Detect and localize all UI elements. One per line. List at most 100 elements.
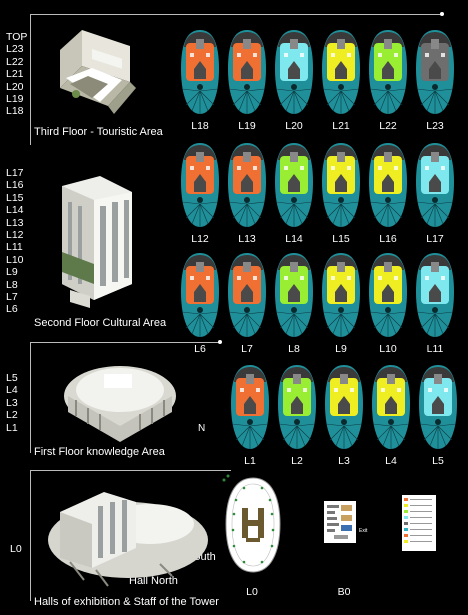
floor-plan-l8 <box>274 252 314 338</box>
floor-plan-l17 <box>415 142 455 228</box>
floor-plan-l3 <box>324 364 364 450</box>
floor-plan-l7 <box>227 252 267 338</box>
level-tag-top: TOP <box>6 31 28 43</box>
level-tag-l6: L6 <box>6 303 18 316</box>
level-tag-l15: L15 <box>6 191 24 204</box>
frame-ground <box>30 470 231 601</box>
level-tag-l14: L14 <box>6 204 24 217</box>
level-tag-l12: L12 <box>6 229 24 242</box>
level-tag-l16: L16 <box>6 179 24 192</box>
second-floor-title: Second Floor Cultural Area <box>34 317 167 329</box>
level-tag-l21: L21 <box>6 68 24 81</box>
plan-label-B0: B0 <box>337 586 351 598</box>
plan-label-l4: L4 <box>385 455 397 467</box>
legend-row <box>404 521 434 525</box>
plan-label-l21: L21 <box>332 120 350 132</box>
legend-swatch <box>404 503 408 507</box>
plan-label-L0: L0 <box>246 586 258 598</box>
plan-label-l17: L17 <box>426 233 444 245</box>
legend-swatch <box>404 533 408 537</box>
legend-text-line <box>410 540 432 542</box>
floor-plan-l13 <box>227 142 267 228</box>
ground-level-list: L0 <box>10 543 22 555</box>
level-tag-l1: L1 <box>6 421 18 434</box>
floor-plan-l16 <box>368 142 408 228</box>
floor-plan-l20 <box>274 29 314 115</box>
legend-text-line <box>410 516 432 518</box>
basement-floor-plan <box>324 501 356 543</box>
legend-row <box>404 503 434 507</box>
level-tag-l9: L9 <box>6 266 18 279</box>
ground-floor-title: Halls of exhibition & Staff of the Tower <box>34 596 219 608</box>
plan-label-l8: L8 <box>288 343 300 355</box>
frame-dot-third <box>440 12 444 16</box>
plan-label-l22: L22 <box>379 120 397 132</box>
plan-label-l3: L3 <box>338 455 350 467</box>
legend-swatch <box>404 509 408 513</box>
plan-label-l20: L20 <box>285 120 303 132</box>
level-tag-l20: L20 <box>6 80 24 93</box>
plan-label-l12: L12 <box>191 233 209 245</box>
legend-swatch <box>404 515 408 519</box>
legend-row <box>404 515 434 519</box>
floor-plan-l22 <box>368 29 408 115</box>
floor-plan-l4 <box>371 364 411 450</box>
legend-text-line <box>410 522 432 524</box>
floor-plan-l5 <box>418 364 458 450</box>
level-tag-l19: L19 <box>6 93 24 106</box>
legend-text-line <box>410 528 432 530</box>
floor-plan-l15 <box>321 142 361 228</box>
legend-row <box>404 527 434 531</box>
hall-north-label: Hall North <box>129 575 178 587</box>
legend-row <box>404 497 434 501</box>
level-tag-l5: L5 <box>6 372 18 384</box>
plan-label-l2: L2 <box>291 455 303 467</box>
legend-swatch <box>404 539 408 543</box>
tower-base-rendering <box>64 366 176 442</box>
level-tag-l4: L4 <box>6 384 18 397</box>
ground-hall-rendering <box>48 492 208 587</box>
legend-row <box>404 509 434 513</box>
floor-plan-l10 <box>368 252 408 338</box>
floor-plan-l21 <box>321 29 361 115</box>
ground-floor-plan <box>222 474 281 573</box>
plan-label-l1: L1 <box>244 455 256 467</box>
plan-label-l23: L23 <box>426 120 444 132</box>
level-tag-l3: L3 <box>6 396 18 409</box>
legend-text-line <box>410 504 432 506</box>
level-tag-l0: L0 <box>10 543 22 555</box>
legend-swatch <box>404 497 408 501</box>
legend-swatch <box>404 521 408 525</box>
floor-plan-l2 <box>277 364 317 450</box>
floor-plan-l1 <box>230 364 270 450</box>
legend-text-line <box>410 498 432 500</box>
level-tag-l23: L23 <box>6 43 24 56</box>
plan-label-l9: L9 <box>335 343 347 355</box>
level-tag-l22: L22 <box>6 55 24 68</box>
basement-exit-label: Exit <box>359 528 368 534</box>
plan-label-l11: L11 <box>426 343 444 355</box>
plan-label-l16: L16 <box>379 233 397 245</box>
legend-text-line <box>410 510 432 512</box>
plan-label-l10: L10 <box>379 343 397 355</box>
level-tag-l13: L13 <box>6 216 24 229</box>
level-tag-l8: L8 <box>6 278 18 291</box>
plan-label-l5: L5 <box>432 455 444 467</box>
frame-first <box>30 342 221 453</box>
floor-plan-l11 <box>415 252 455 338</box>
tower-top-rendering <box>60 30 136 114</box>
floor-plan-l6 <box>180 252 220 338</box>
floor-plan-l23 <box>415 29 455 115</box>
frame-dot-first <box>218 340 222 344</box>
level-tag-l7: L7 <box>6 291 18 304</box>
floor-plan-l19 <box>227 29 267 115</box>
level-tag-l11: L11 <box>6 241 23 254</box>
first-floor-title: First Floor knowledge Area <box>34 446 165 458</box>
level-tag-l10: L10 <box>6 253 24 266</box>
legend-row <box>404 539 434 543</box>
frame-third <box>30 14 443 145</box>
tower-middle-rendering <box>62 176 132 308</box>
floor-plan-l12 <box>180 142 220 228</box>
